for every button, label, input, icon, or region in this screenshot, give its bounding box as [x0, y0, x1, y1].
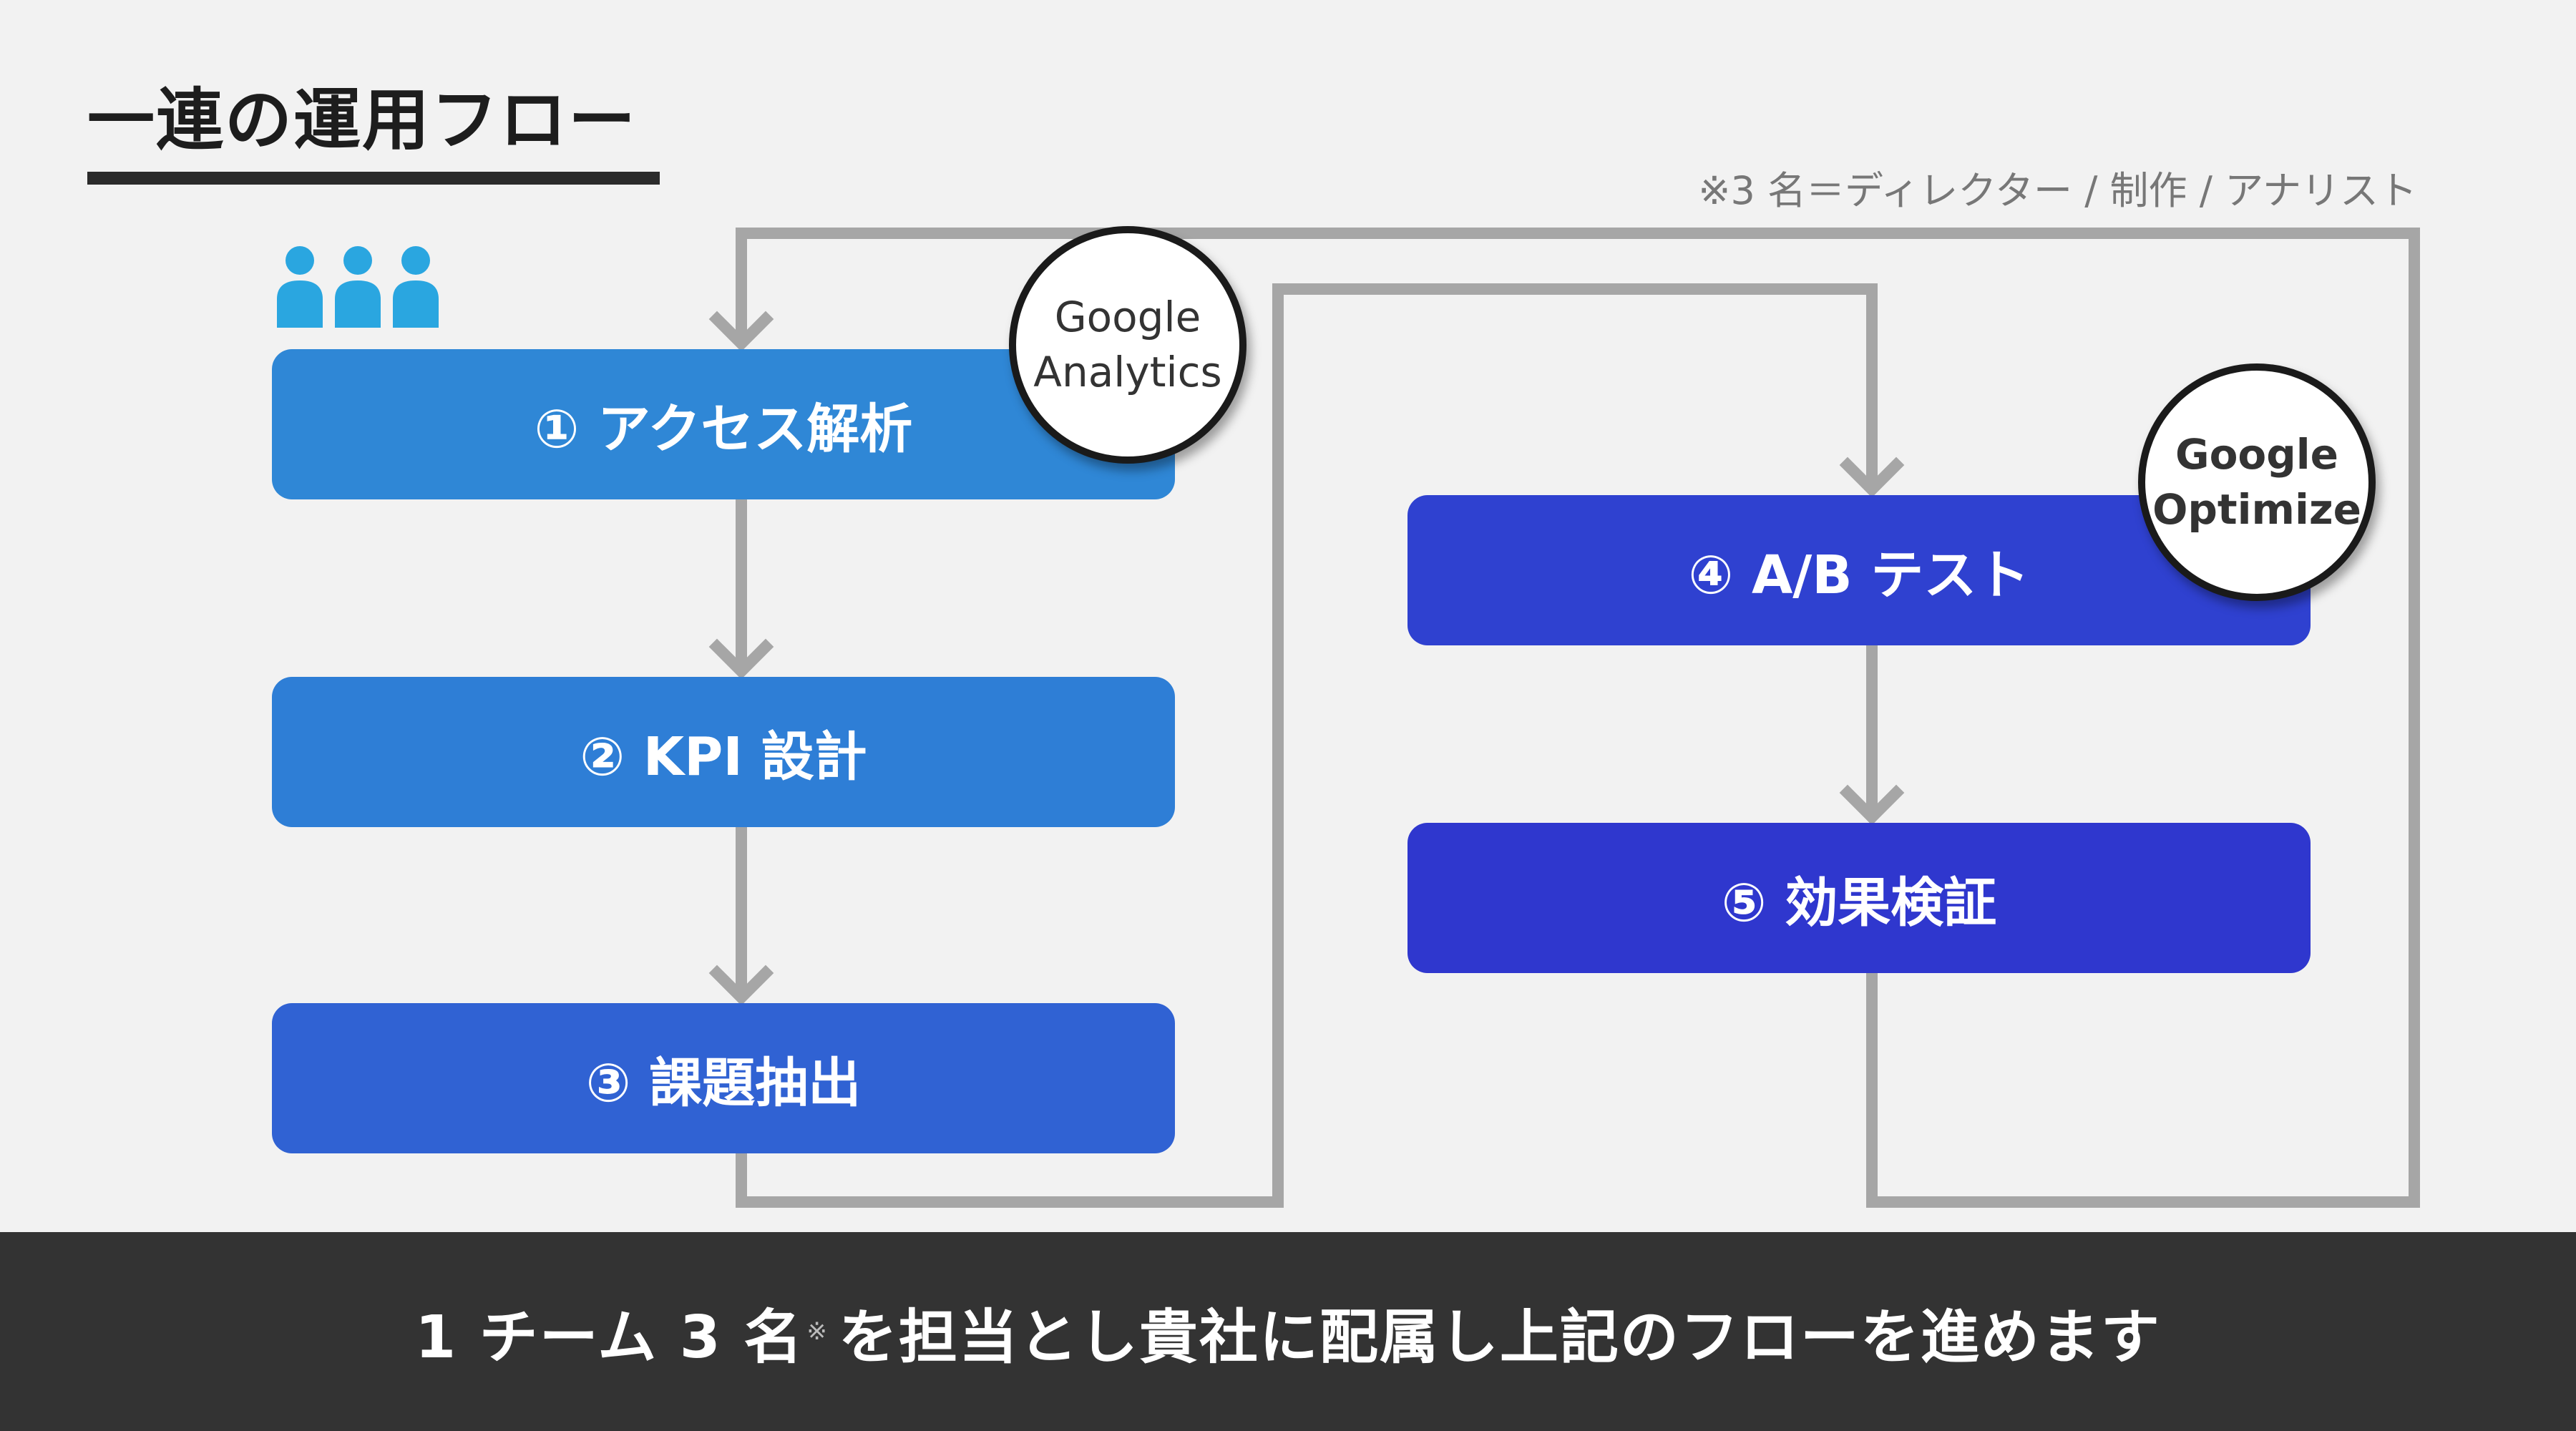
footnote-mark: ※	[806, 1317, 829, 1346]
arrowhead-into-step-2	[708, 638, 774, 680]
title-underline	[87, 172, 660, 185]
step-issue-extraction: ③ 課題抽出	[272, 1003, 1175, 1153]
step-effect-verification: ⑤ 効果検証	[1407, 823, 2311, 973]
arrowhead-into-step-5	[1839, 784, 1905, 826]
badge-line-1: Google	[1054, 293, 1201, 342]
team-composition-note: ※3 名＝ディレクター / 制作 / アナリスト	[1698, 168, 2417, 213]
arrowhead-into-step-1	[708, 311, 774, 352]
google-analytics-badge: Google Analytics	[1009, 226, 1246, 464]
three-people-icon	[277, 246, 439, 328]
connector-5-to-1	[736, 228, 2420, 1208]
connector-3-to-4	[736, 283, 1878, 1208]
step-kpi-design: ② KPI 設計	[272, 677, 1175, 827]
badge-line-1: Google	[2175, 430, 2339, 479]
google-optimize-badge: Google Optimize	[2138, 363, 2376, 601]
footer-text-after: を担当とし貴社に配属し上記のフローを進めます	[838, 1303, 2161, 1372]
arrowhead-into-step-4	[1839, 456, 1905, 498]
badge-line-2: Analytics	[1033, 348, 1222, 396]
arrowhead-into-step-3	[708, 964, 774, 1006]
footer-text-before: 1 チーム 3 名	[415, 1303, 804, 1372]
footer-banner: 1 チーム 3 名※ を担当とし貴社に配属し上記のフローを進めます	[0, 1232, 2576, 1431]
page-title: 一連の運用フロー	[87, 82, 638, 160]
badge-line-2: Optimize	[2152, 485, 2361, 534]
